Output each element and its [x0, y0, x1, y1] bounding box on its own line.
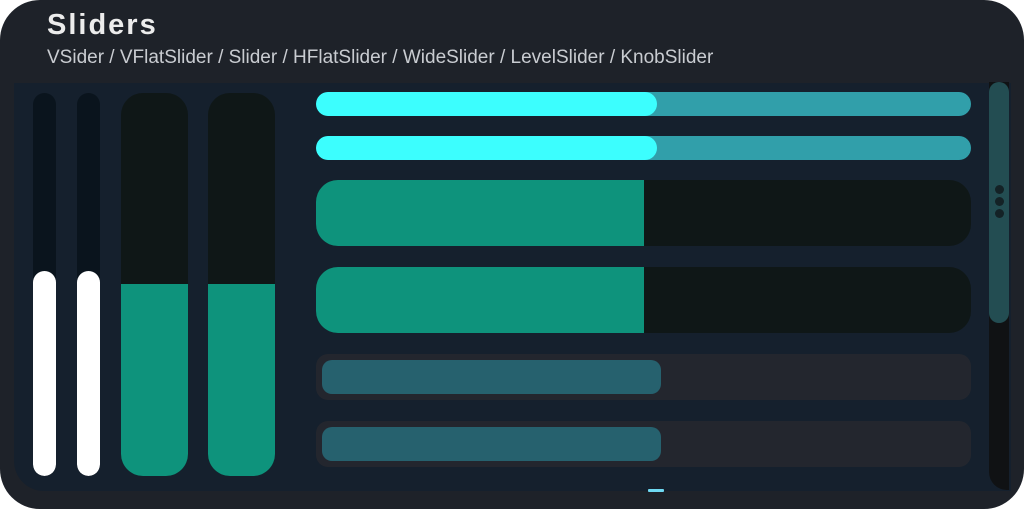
- hflat-slider-1-fill: [316, 136, 657, 160]
- level-slider-2[interactable]: [316, 421, 971, 467]
- slider-1[interactable]: [316, 92, 971, 116]
- wide-slider-1[interactable]: [316, 180, 971, 246]
- vslider-1-fill: [33, 271, 56, 476]
- page-title: Sliders: [47, 9, 158, 41]
- wide-slider-1-fill: [316, 180, 644, 246]
- page-subtitle: VSider / VFlatSlider / Slider / HFlatSli…: [47, 47, 714, 68]
- hflat-slider-1[interactable]: [316, 136, 971, 160]
- vflat-slider-1-fill: [121, 284, 188, 476]
- wide-slider-2-fill: [316, 267, 644, 333]
- vslider-2[interactable]: [77, 93, 100, 476]
- scroll-indicator: [648, 489, 664, 492]
- vflat-slider-1[interactable]: [121, 93, 188, 476]
- grip-dots-icon: [995, 209, 1004, 218]
- vflat-slider-2[interactable]: [208, 93, 275, 476]
- vslider-2-fill: [77, 271, 100, 476]
- grip-dots-icon: [995, 197, 1004, 206]
- wide-slider-2[interactable]: [316, 267, 971, 333]
- level-slider-2-fill: [322, 427, 661, 461]
- level-slider-1-fill: [322, 360, 661, 394]
- slider-1-fill: [316, 92, 657, 116]
- vslider-1[interactable]: [33, 93, 56, 476]
- grip-dots-icon: [995, 185, 1004, 194]
- level-slider-1[interactable]: [316, 354, 971, 400]
- vflat-slider-2-fill: [208, 284, 275, 476]
